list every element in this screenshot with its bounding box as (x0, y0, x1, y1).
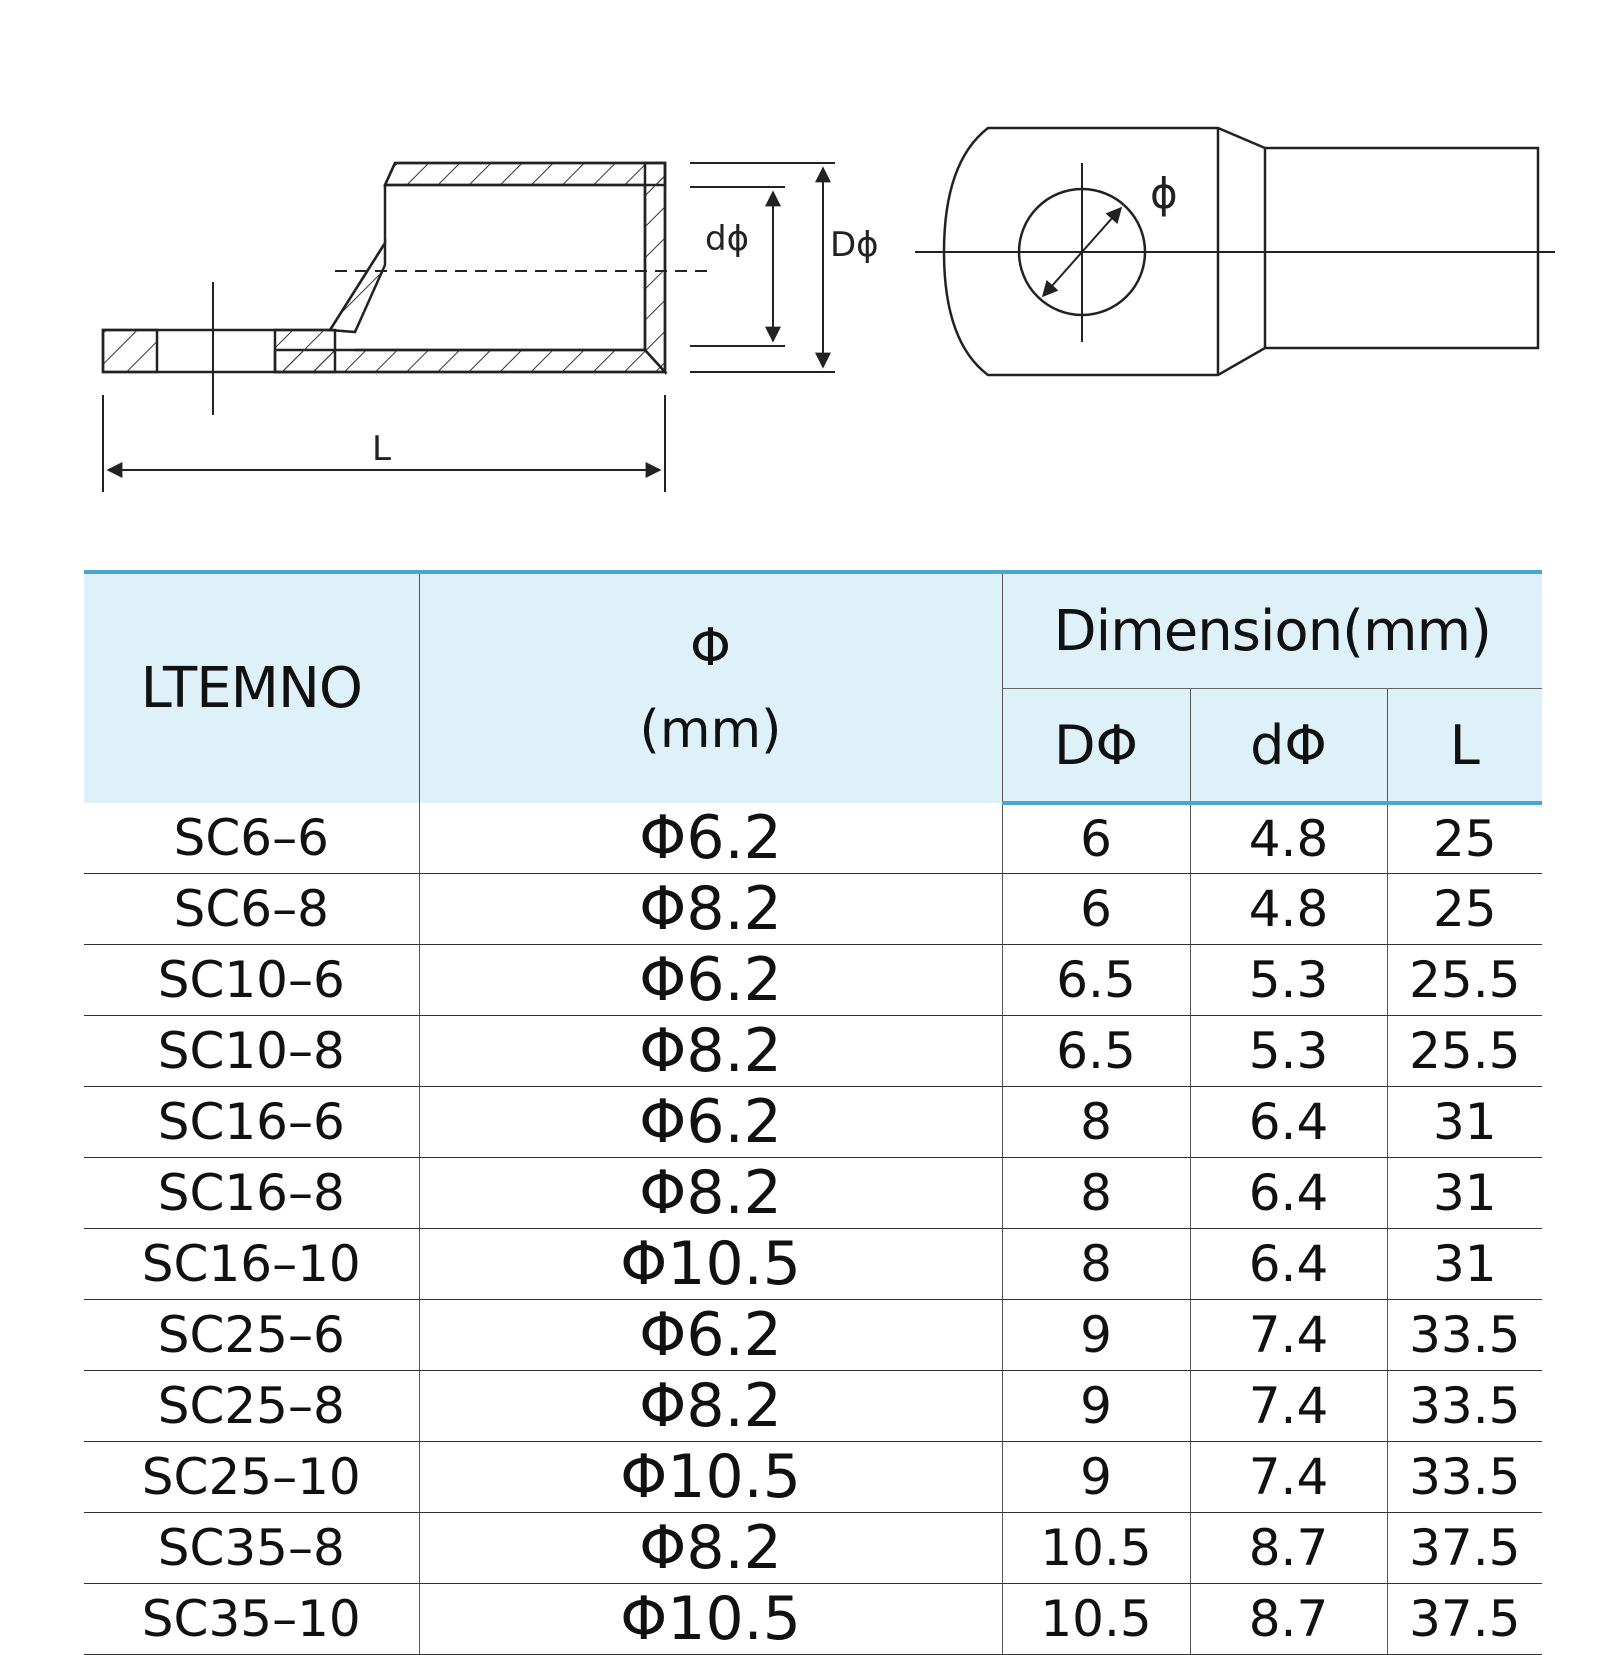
cell-inner-diameter: 6.4 (1190, 1157, 1388, 1229)
cell-length: 25 (1387, 803, 1543, 874)
cell-phi: Φ6.2 (419, 944, 1003, 1016)
specification-table: LTEMNO Φ (mm) Dimension(mm) DΦ dΦ L SC6–… (84, 570, 1543, 1655)
cell-model: SC16–8 (84, 1157, 420, 1229)
cell-phi: Φ10.5 (419, 1228, 1003, 1300)
header-length: L (1387, 688, 1543, 805)
cell-inner-diameter: 4.8 (1190, 873, 1388, 945)
cell-length: 33.5 (1387, 1441, 1543, 1513)
header-phi-symbol: Φ (690, 617, 731, 678)
cell-phi: Φ6.2 (419, 803, 1003, 874)
cell-outer-diameter: 6.5 (1002, 944, 1191, 1016)
cell-inner-diameter: 8.7 (1190, 1512, 1388, 1584)
tongue-mid-wall (273, 328, 337, 374)
cell-phi: Φ8.2 (419, 1015, 1003, 1087)
cell-length: 25 (1387, 873, 1543, 945)
cell-length: 25.5 (1387, 944, 1543, 1016)
cell-outer-diameter: 10.5 (1002, 1583, 1191, 1655)
cell-length: 37.5 (1387, 1583, 1543, 1655)
cell-outer-diameter: 8 (1002, 1228, 1191, 1300)
cell-length: 33.5 (1387, 1299, 1543, 1371)
header-phi-unit: (mm) (639, 699, 782, 760)
header-outer-diameter: DΦ (1002, 688, 1191, 805)
header-row-sub: DΦ dΦ L (84, 688, 1543, 805)
cell-outer-diameter: 6 (1002, 803, 1191, 874)
cell-length: 37.5 (1387, 1512, 1543, 1584)
top-view (915, 126, 1555, 377)
cell-inner-diameter: 6.4 (1190, 1086, 1388, 1158)
cell-model: SC25–10 (84, 1441, 420, 1513)
cell-phi: Φ8.2 (419, 873, 1003, 945)
cell-model: SC6–6 (84, 803, 420, 874)
cell-outer-diameter: 6 (1002, 873, 1191, 945)
cell-model: SC25–6 (84, 1299, 420, 1371)
cell-phi: Φ6.2 (419, 1086, 1003, 1158)
header-row-main: LTEMNO Φ (mm) Dimension(mm) (84, 570, 1543, 803)
hole-diameter-label: ϕ (1150, 169, 1178, 218)
length-label: L (372, 429, 391, 469)
cell-length: 31 (1387, 1086, 1543, 1158)
header-phi: Φ (mm) (419, 570, 1003, 803)
lug-top-outline (942, 126, 1540, 377)
header-model: LTEMNO (84, 570, 420, 803)
cell-length: 25.5 (1387, 1015, 1543, 1087)
cell-inner-diameter: 6.4 (1190, 1228, 1388, 1300)
cell-length: 33.5 (1387, 1370, 1543, 1442)
cell-outer-diameter: 8 (1002, 1086, 1191, 1158)
cell-outer-diameter: 6.5 (1002, 1015, 1191, 1087)
cell-inner-diameter: 7.4 (1190, 1370, 1388, 1442)
header-dimension: Dimension(mm) (1002, 570, 1543, 689)
hole-diameter-arrow (1041, 206, 1123, 298)
cell-outer-diameter: 10.5 (1002, 1512, 1191, 1584)
cell-outer-diameter: 9 (1002, 1370, 1191, 1442)
cell-phi: Φ8.2 (419, 1370, 1003, 1442)
cell-outer-diameter: 9 (1002, 1299, 1191, 1371)
lug-outline (101, 161, 667, 374)
cell-inner-diameter: 5.3 (1190, 944, 1388, 1016)
cell-inner-diameter: 4.8 (1190, 803, 1388, 874)
cell-phi: Φ8.2 (419, 1157, 1003, 1229)
cell-model: SC10–8 (84, 1015, 420, 1087)
outer-diameter-label: Dϕ (830, 225, 879, 265)
cell-outer-diameter: 8 (1002, 1157, 1191, 1229)
cell-length: 31 (1387, 1157, 1543, 1229)
cell-length: 31 (1387, 1228, 1543, 1300)
cell-outer-diameter: 9 (1002, 1441, 1191, 1513)
cell-model: SC16–10 (84, 1228, 420, 1300)
cell-model: SC16–6 (84, 1086, 420, 1158)
cell-phi: Φ10.5 (419, 1583, 1003, 1655)
cell-model: SC10–6 (84, 944, 420, 1016)
cell-model: SC35–10 (84, 1583, 420, 1655)
tongue-left-wall (101, 328, 159, 374)
header-inner-diameter: dΦ (1190, 688, 1388, 805)
side-section-view (101, 161, 835, 492)
cell-inner-diameter: 5.3 (1190, 1015, 1388, 1087)
inner-diameter-label: dϕ (705, 219, 749, 259)
cell-model: SC35–8 (84, 1512, 420, 1584)
cell-phi: Φ10.5 (419, 1441, 1003, 1513)
barrel-right-wall (643, 161, 667, 376)
cell-model: SC25–8 (84, 1370, 420, 1442)
cell-inner-diameter: 8.7 (1190, 1583, 1388, 1655)
barrel-top-wall (383, 161, 667, 187)
cell-phi: Φ8.2 (419, 1512, 1003, 1584)
cell-inner-diameter: 7.4 (1190, 1441, 1388, 1513)
cell-inner-diameter: 7.4 (1190, 1299, 1388, 1371)
cell-model: SC6–8 (84, 873, 420, 945)
cell-phi: Φ6.2 (419, 1299, 1003, 1371)
lug-technical-drawing: dϕ Dϕ L ϕ (101, 126, 1555, 492)
